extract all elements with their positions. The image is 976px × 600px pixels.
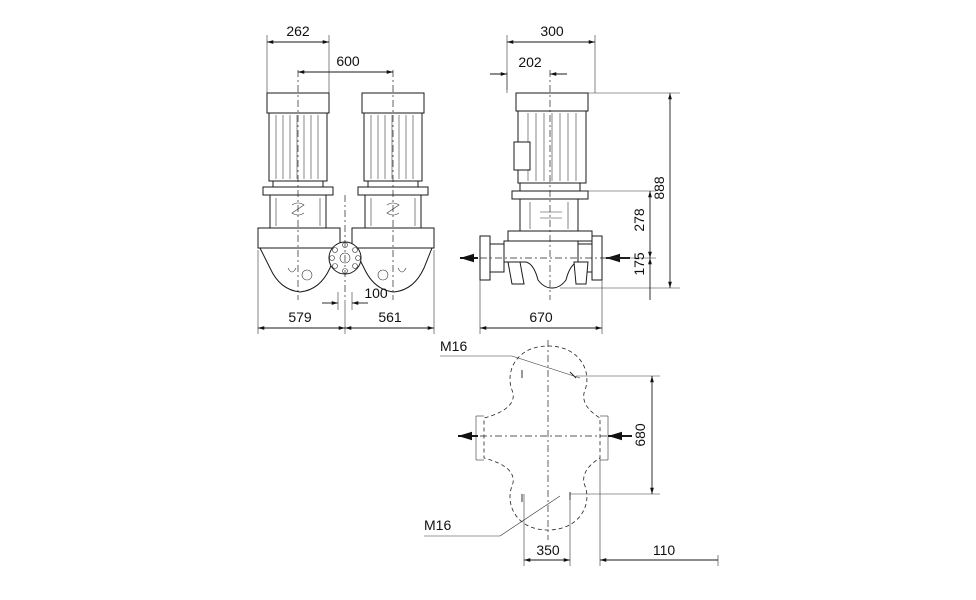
dim-278: 278 [631, 208, 647, 232]
dim-561: 561 [378, 309, 402, 325]
top-view: M16 M16 680 350 110 [424, 338, 719, 566]
bolt-label-bottom: M16 [424, 517, 451, 533]
dim-680: 680 [632, 423, 648, 447]
bolt-label-top: M16 [440, 338, 467, 354]
dim-202: 202 [518, 54, 542, 70]
pump-housing [257, 227, 435, 293]
dim-175: 175 [631, 252, 647, 276]
dim-350: 350 [536, 542, 560, 558]
dim-262: 262 [286, 23, 310, 39]
dim-579: 579 [288, 309, 312, 325]
dim-100: 100 [364, 285, 388, 301]
side-view: 300 202 888 278 175 670 [460, 23, 680, 334]
dim-110: 110 [653, 542, 676, 558]
front-view: 262 600 100 579 561 [257, 23, 435, 334]
dim-300: 300 [540, 23, 564, 39]
dim-670: 670 [529, 309, 553, 325]
dim-888: 888 [651, 176, 667, 200]
dim-600: 600 [336, 53, 360, 69]
